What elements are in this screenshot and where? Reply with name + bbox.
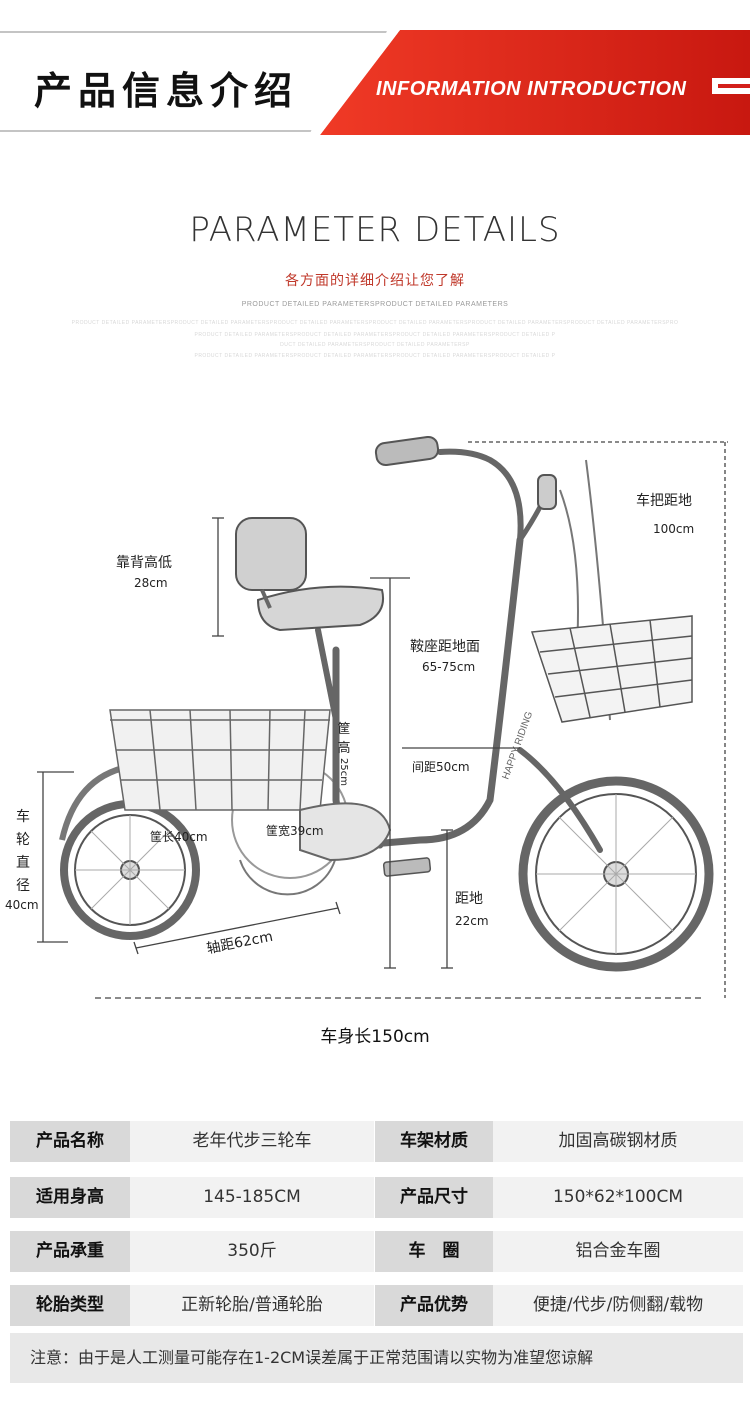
spec-value: 便捷/代步/防侧翻/载物 (493, 1285, 743, 1326)
basket-width-label: 筐宽39cm (266, 824, 324, 838)
basket-height-label: 筐 高 25cm (337, 722, 351, 786)
basket-length-label: 筐长40cm (150, 830, 208, 844)
parameter-subtitle: 各方面的详细介绍让您了解 (285, 273, 465, 289)
fine-print-line-3: PRODUCT DETAILED PARAMETERSPRODUCT DETAI… (194, 332, 556, 338)
clearance-value: 22cm (455, 914, 489, 928)
wheel-diameter-label: 车 轮 直 径 (16, 809, 30, 894)
backrest-height-label: 靠背高低 (116, 555, 172, 571)
wheel-diameter-value: 40cm (5, 898, 39, 912)
header-banner: 产品信息介绍 INFORMATION INTRODUCTION (0, 30, 750, 135)
spec-row: 产品名称 老年代步三轮车 车架材质 加固高碳钢材质 (10, 1121, 743, 1162)
spec-value: 正新轮胎/普通轮胎 (130, 1285, 374, 1326)
fine-print-line-5: PRODUCT DETAILED PARAMETERSPRODUCT DETAI… (194, 353, 556, 359)
spec-value: 加固高碳钢材质 (493, 1121, 743, 1162)
spec-value: 150*62*100CM (493, 1177, 743, 1218)
banner-background (0, 30, 750, 135)
spec-key: 产品优势 (375, 1285, 493, 1326)
parameter-title: PARAMETER DETAILS (189, 210, 561, 250)
saddle-height-label: 鞍座距地面 (410, 639, 480, 655)
clearance-label: 距地 (455, 891, 483, 907)
fine-print-line-1: PRODUCT DETAILED PARAMETERSPRODUCT DETAI… (241, 301, 509, 308)
spec-key: 轮胎类型 (10, 1285, 130, 1326)
handlebar-height-value: 100cm (653, 522, 695, 536)
frame-logo-text: HAPPY RIDING (500, 710, 535, 781)
saddle-height-value: 65-75cm (422, 660, 476, 674)
banner-subtitle: INFORMATION INTRODUCTION (376, 78, 687, 100)
spec-row: 产品承重 350斤 车 圈 铝合金车圈 (10, 1231, 743, 1272)
spec-value: 铝合金车圈 (493, 1231, 743, 1272)
spec-value: 145-185CM (130, 1177, 374, 1218)
spec-row: 轮胎类型 正新轮胎/普通轮胎 产品优势 便捷/代步/防侧翻/载物 (10, 1285, 743, 1326)
spec-key: 产品尺寸 (375, 1177, 493, 1218)
spec-value: 350斤 (130, 1231, 374, 1272)
tricycle-diagram: HAPPY RIDING (0, 420, 750, 1060)
fine-print-line-4: DUCT DETAILED PARAMETERSPRODUCT DETAILED… (280, 342, 470, 348)
spec-row: 适用身高 145-185CM 产品尺寸 150*62*100CM (10, 1177, 743, 1218)
spec-key: 车 圈 (375, 1231, 493, 1272)
tricycle-illustration: HAPPY RIDING (37, 435, 728, 999)
handlebar-height-label: 车把距地 (636, 493, 692, 509)
body-length-label: 车身长150cm (320, 1027, 430, 1047)
banner-title: 产品信息介绍 (34, 69, 299, 113)
backrest-height-value: 28cm (134, 576, 168, 590)
spacing-label: 间距50cm (412, 760, 470, 774)
spec-key: 产品承重 (10, 1231, 130, 1272)
measurement-note: 注意：由于是人工测量可能存在1-2CM误差属于正常范围请以实物为准望您谅解 (10, 1333, 743, 1383)
spec-key: 车架材质 (375, 1121, 493, 1162)
spec-key: 产品名称 (10, 1121, 130, 1162)
spec-key: 适用身高 (10, 1177, 130, 1218)
spec-value: 老年代步三轮车 (130, 1121, 374, 1162)
fine-print-line-2: PRODUCT DETAILED PARAMETERSPRODUCT DETAI… (71, 320, 679, 326)
